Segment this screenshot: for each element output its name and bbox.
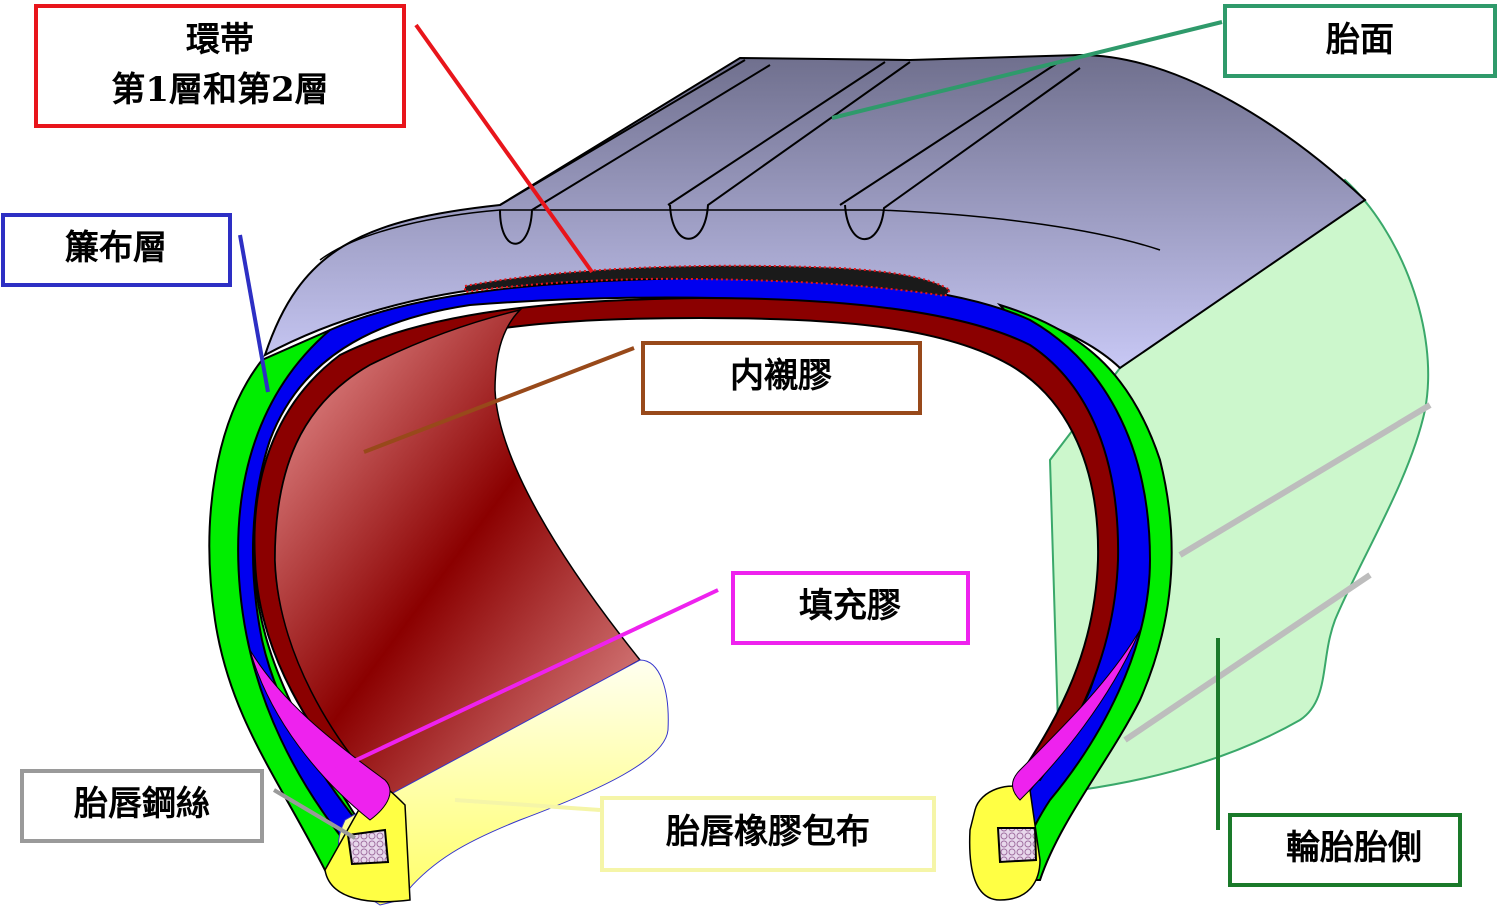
apex-right xyxy=(1012,629,1141,801)
leader-chafer xyxy=(454,798,601,812)
label-sidewall-text: 輪胎胎側 xyxy=(1286,828,1422,868)
label-chafer-text: 胎唇橡膠包布 xyxy=(666,812,870,852)
label-bead-wire-text: 胎唇鋼絲 xyxy=(74,784,210,824)
label-tread-text: 胎面 xyxy=(1326,20,1394,60)
label-inner-liner-text: 内襯膠 xyxy=(730,356,832,396)
sidewall-rib-lower xyxy=(1123,572,1372,743)
apex-left xyxy=(249,649,391,821)
label-chafer: 胎唇橡膠包布 xyxy=(600,796,936,872)
tread-groove-3 xyxy=(839,59,1081,240)
label-apex: 填充膠 xyxy=(731,571,970,645)
leader-belts xyxy=(414,23,594,274)
label-belts: 環帯 第1層和第2層 xyxy=(34,4,406,128)
label-bead-wire: 胎唇鋼絲 xyxy=(20,769,264,843)
label-inner-liner: 内襯膠 xyxy=(641,341,922,415)
leader-inner-liner xyxy=(363,346,635,454)
label-apex-text: 填充膠 xyxy=(799,586,901,626)
bead-wire-left xyxy=(346,828,390,866)
belt-strip xyxy=(464,264,952,298)
label-belts-line2: 第1層和第2層 xyxy=(111,70,328,110)
bead-wire-right xyxy=(996,827,1038,864)
sidewall-rib-upper xyxy=(1178,402,1432,558)
label-sidewall: 輪胎胎側 xyxy=(1228,813,1462,887)
leader-tread xyxy=(831,20,1223,120)
label-belts-line1: 環帯 xyxy=(186,20,254,60)
leader-apex xyxy=(334,588,719,772)
label-tread: 胎面 xyxy=(1223,4,1497,78)
label-ply: 簾布層 xyxy=(1,213,232,287)
tread-groove-1 xyxy=(499,59,771,245)
tread-top-edge xyxy=(319,209,1161,261)
label-ply-text: 簾布層 xyxy=(65,228,167,268)
leader-ply xyxy=(238,234,270,393)
leader-bead-wire xyxy=(272,788,357,840)
